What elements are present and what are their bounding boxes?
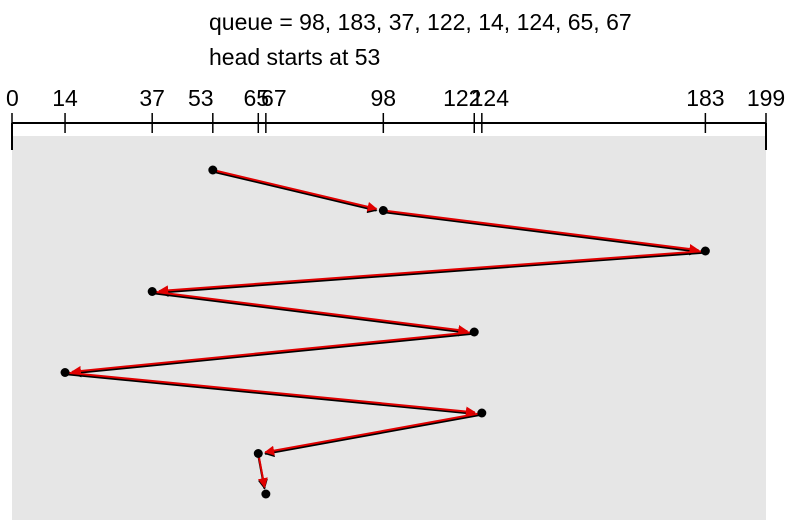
move-arrow-shadow: [152, 291, 469, 337]
axis-tick-label: 122: [443, 85, 481, 111]
head-movement-path: [60, 165, 710, 499]
axis-tick-label: 0: [6, 85, 19, 111]
request-point: [700, 246, 710, 256]
move-arrow-shadow: [64, 372, 476, 418]
axis-tick-label: 199: [747, 85, 785, 111]
axis-tick-label: 53: [188, 85, 214, 111]
move-arrow: [383, 209, 700, 254]
move-arrow: [257, 453, 268, 489]
request-point: [208, 165, 218, 175]
request-point: [147, 287, 157, 296]
move-arrow: [212, 169, 378, 212]
move-arrow-shadow: [71, 332, 475, 378]
move-arrow: [152, 290, 469, 335]
request-point: [469, 327, 479, 337]
request-point: [378, 206, 388, 215]
axis-tick-label: 67: [261, 85, 287, 111]
move-arrow: [264, 412, 483, 456]
request-point: [261, 489, 271, 499]
request-point: [253, 449, 263, 458]
axis-tick-label: 124: [471, 85, 510, 111]
axis-tick-label: 183: [686, 85, 724, 111]
move-arrow: [71, 331, 475, 376]
head-start-text: head starts at 53: [209, 44, 381, 70]
request-point: [60, 368, 70, 377]
move-arrow-shadow: [383, 210, 700, 256]
request-point: [477, 408, 487, 418]
diagram-panel: [12, 136, 766, 520]
move-arrow-shadow: [264, 413, 483, 458]
axis-tick-label: 65: [243, 85, 269, 111]
move-arrow: [158, 250, 706, 296]
move-arrow-shadow: [212, 170, 378, 214]
axis-tick-label: 98: [371, 85, 397, 111]
axis-tick-label: 37: [139, 85, 165, 111]
axis-tick-label: 14: [52, 85, 78, 111]
move-arrow: [64, 371, 476, 417]
queue-text: queue = 98, 183, 37, 122, 14, 124, 65, 6…: [209, 9, 632, 35]
move-arrow-shadow: [158, 251, 706, 297]
